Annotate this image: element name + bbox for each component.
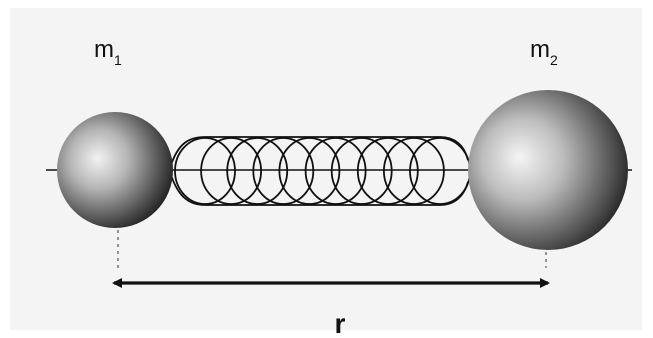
spring-coil bbox=[226, 137, 289, 205]
mass2-sphere-icon bbox=[468, 90, 628, 250]
mass2-label-subscript: 2 bbox=[550, 52, 558, 68]
mass1-label-subscript: 1 bbox=[114, 52, 122, 68]
spring-coil bbox=[278, 137, 341, 205]
spring-icon bbox=[169, 136, 471, 206]
mass1-label: m1 bbox=[94, 36, 122, 68]
spring-coil bbox=[200, 137, 263, 205]
mass2-label-symbol: m bbox=[530, 36, 550, 63]
mass2-label: m2 bbox=[530, 36, 558, 68]
mass1-label-symbol: m bbox=[94, 36, 114, 63]
spring-coil bbox=[382, 137, 445, 205]
distance-label: r bbox=[335, 308, 346, 338]
spring-coil bbox=[304, 137, 367, 205]
spring-coil bbox=[330, 137, 393, 205]
mass1-sphere-icon bbox=[57, 112, 173, 228]
spring-coil bbox=[356, 137, 419, 205]
spring-coil bbox=[252, 137, 315, 205]
spring-coil bbox=[174, 137, 236, 205]
